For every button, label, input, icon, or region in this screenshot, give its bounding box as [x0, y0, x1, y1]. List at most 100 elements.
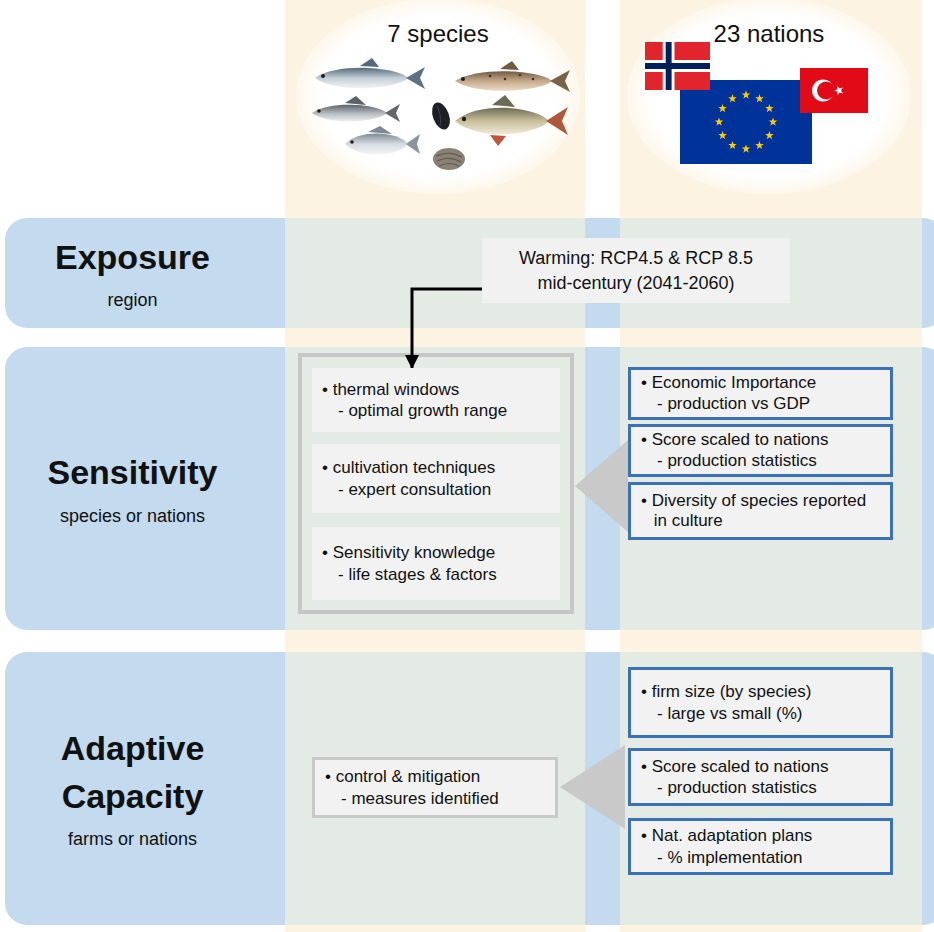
salmon-picture [360, 58, 379, 67]
sea-bass-picture [312, 96, 400, 122]
band-title: Adaptive Capacity [5, 725, 260, 820]
carp-picture [546, 107, 568, 135]
eu-flag [755, 141, 764, 149]
factor-detail: - production vs GDP [641, 393, 880, 414]
carp-picture [455, 95, 568, 146]
sea-bass-picture [385, 104, 400, 122]
eu-flag [680, 80, 812, 164]
mussel-picture [437, 106, 441, 126]
factor-detail: - % implementation [641, 847, 880, 868]
band-subtitle: species or nations [5, 505, 260, 528]
band-title: Sensitivity [5, 449, 260, 497]
ellipse-outline [296, 0, 580, 194]
factor-text: • Diversity of species reported in cultu… [641, 491, 869, 532]
factor-heading: • control & mitigation [325, 766, 545, 787]
trout-picture [532, 78, 535, 81]
norway-flag [645, 63, 710, 69]
turkey-flag [800, 68, 868, 113]
factor-heading: • Nat. adaptation plans [641, 825, 880, 846]
eu-flag [728, 94, 737, 102]
eu-flag [718, 131, 727, 139]
nation-factor-box: • Diversity of species reported in cultu… [628, 482, 893, 540]
mussel-picture [429, 100, 454, 132]
trout-picture [489, 75, 492, 78]
sea-bass-picture [317, 109, 321, 113]
sea-bream-picture [406, 134, 420, 154]
sea-bream-picture [345, 126, 420, 155]
species-ellipse: 7 species [293, 0, 583, 196]
scenario-text: Warming: RCP4.5 & RCP 8.5 mid-century (2… [506, 246, 766, 295]
factor-heading: • Sensitivity knowledge [322, 542, 550, 563]
trout-picture [550, 70, 570, 92]
mussel-picture [429, 100, 454, 132]
species-factor-box: • thermal windows- optimal growth range [312, 368, 560, 432]
factor-detail: - measures identified [325, 788, 545, 809]
species-factor-box: • cultivation techniques- expert consult… [312, 444, 560, 513]
salmon-picture [315, 68, 408, 88]
eu-flag [755, 94, 764, 102]
group-heading: 23 nations [714, 20, 825, 49]
factor-heading: • cultivation techniques [322, 457, 550, 478]
pointer-triangle [575, 440, 628, 532]
factor-heading: • Score scaled to nations [641, 429, 880, 450]
nation-factor-box: • Score scaled to nations- production st… [628, 748, 893, 806]
factor-heading: • firm size (by species) [641, 681, 880, 702]
factor-detail: - production statistics [641, 777, 880, 798]
factor-heading: • Economic Importance [641, 372, 880, 393]
trout-picture [455, 61, 570, 92]
band-title: Exposure [5, 234, 260, 282]
factor-heading: • Score scaled to nations [641, 756, 880, 777]
species-group-outline [300, 355, 572, 612]
salmon-picture [406, 67, 425, 89]
factor-heading: • thermal windows [322, 379, 550, 400]
nation-factor-box: • firm size (by species)- large vs small… [628, 667, 893, 738]
factor-detail: - life stages & factors [322, 564, 550, 585]
exposure-band: Exposure region Warming: RCP4.5 & RCP 8.5 … [5, 218, 934, 328]
oyster-picture [436, 153, 462, 166]
group-heading: 7 species [387, 20, 488, 49]
sea-bream-picture [345, 133, 408, 154]
trout-picture [519, 74, 522, 77]
trout-picture [504, 78, 507, 81]
sea-bass-picture [312, 105, 387, 122]
carp-picture [492, 95, 515, 107]
flow-arrow [412, 289, 482, 368]
nation-factor-box: • Score scaled to nations- production st… [628, 424, 893, 477]
turkey-flag [834, 86, 843, 95]
sea-bream-picture [350, 140, 354, 144]
turkey-flag [817, 82, 835, 100]
eu-flag [718, 104, 727, 112]
carp-picture [490, 135, 506, 146]
trout-picture [500, 61, 519, 70]
eu-flag [680, 80, 812, 164]
edge-group [412, 289, 482, 368]
species-factor-box: • Sensitivity knowledge- life stages & f… [312, 527, 560, 600]
band-subtitle: farms or nations [5, 828, 260, 851]
eu-flag [742, 145, 751, 153]
eu-flag [715, 91, 778, 153]
norway-flag [645, 42, 710, 90]
eu-flag [765, 131, 774, 139]
carp-picture [462, 117, 466, 121]
factor-detail: - expert consultation [322, 479, 550, 500]
oyster-picture [433, 148, 465, 170]
carp-picture [455, 108, 549, 134]
eu-flag [742, 91, 751, 99]
norway-flag [645, 60, 710, 72]
nations-ellipse: 23 nations [624, 0, 914, 196]
nation-factor-box: • Economic Importance- production vs GDP [628, 367, 893, 420]
factor-detail: - production statistics [641, 450, 880, 471]
sensitivity-band: Sensitivity species or nations • thermal w… [5, 347, 934, 630]
adaptive-capacity-band: Adaptive Capacity farms or nations • contr… [5, 652, 934, 925]
band-subtitle: region [5, 289, 260, 312]
factor-detail: - optimal growth range [322, 400, 550, 421]
eu-flag [728, 141, 737, 149]
oyster-picture [433, 148, 465, 170]
eu-flag [769, 118, 778, 126]
trout-picture [455, 71, 552, 91]
nation-factor-box: • Nat. adaptation plans- % implementatio… [628, 818, 893, 875]
turkey-flag [800, 68, 868, 113]
scenario-box: Warming: RCP4.5 & RCP 8.5 mid-century (2… [482, 238, 790, 303]
farm-measure-box: • control & mitigation- measures identif… [312, 757, 558, 818]
